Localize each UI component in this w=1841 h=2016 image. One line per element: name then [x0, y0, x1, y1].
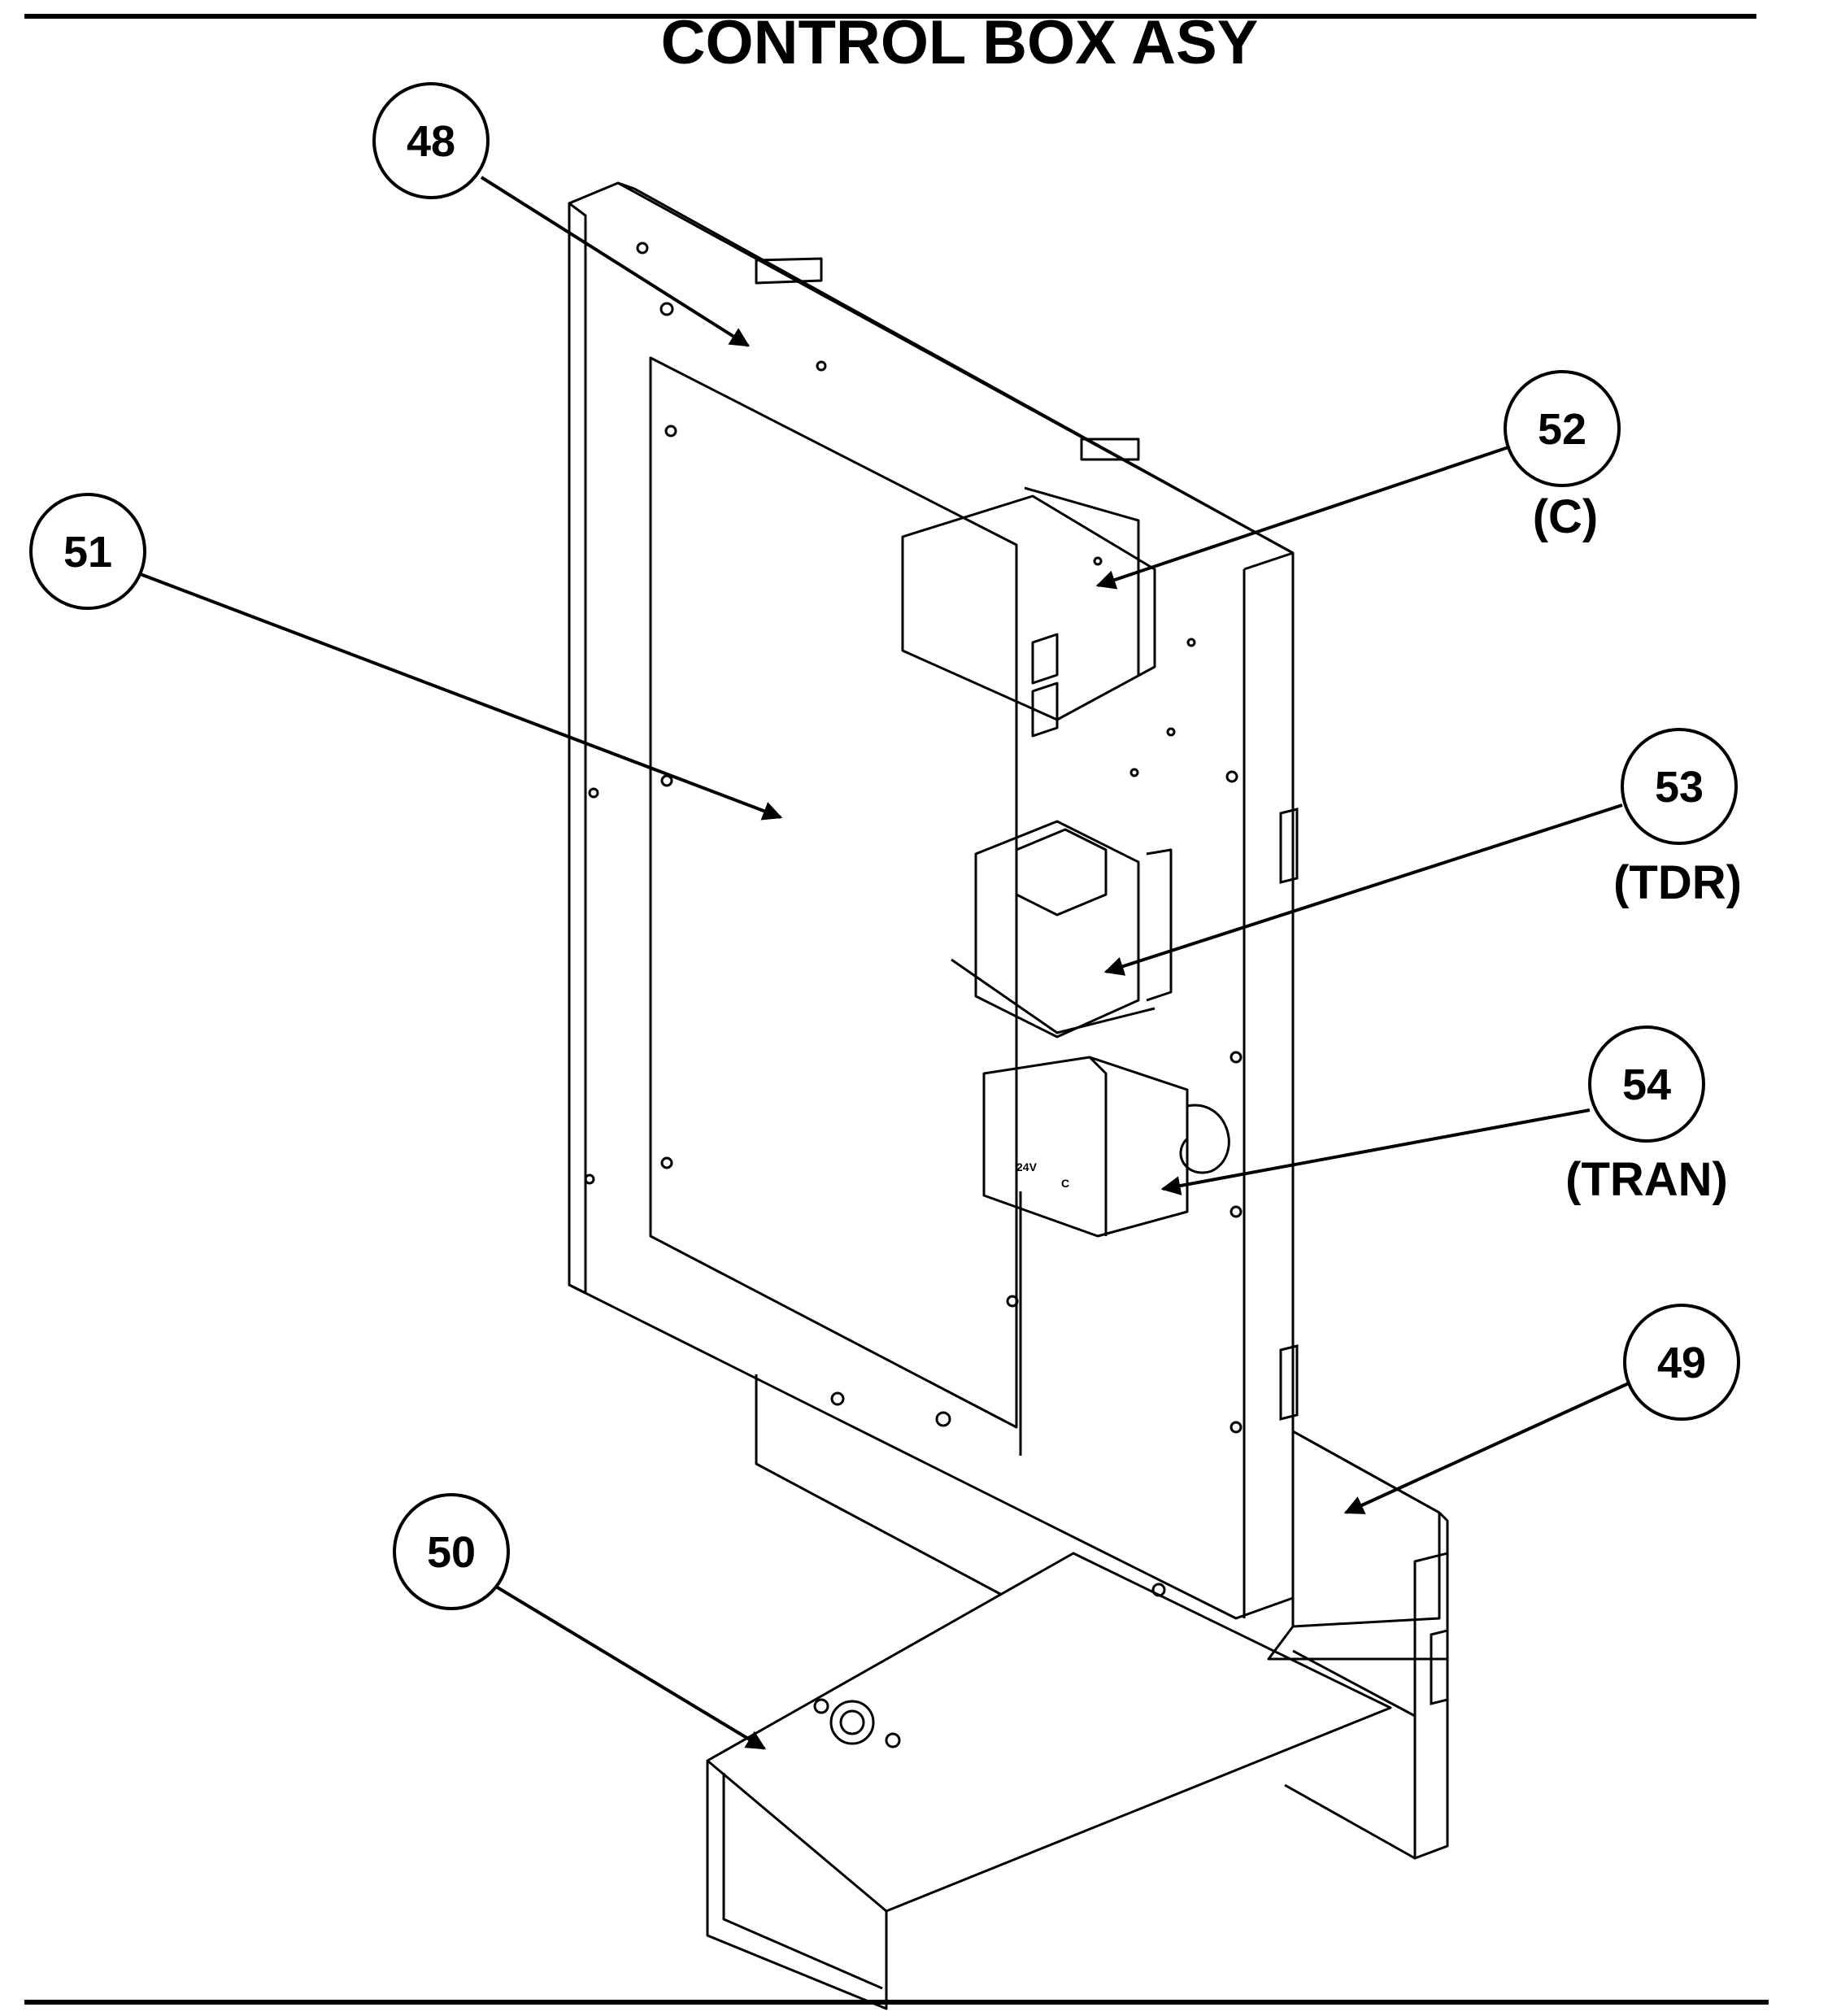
transformer-lead — [1179, 1104, 1230, 1174]
callout-48-label: 48 — [407, 117, 455, 166]
back-panel-top-edge — [617, 181, 1294, 555]
lower-box — [755, 1374, 1441, 1628]
callout-54: 54 (TRAN) — [1565, 1025, 1728, 1206]
tdr-bracket — [1146, 848, 1173, 1002]
side-bracket-leg — [1413, 1552, 1449, 1860]
contactor-body — [901, 494, 1156, 721]
side-bracket-bottom — [1284, 1649, 1417, 1860]
back-panel — [568, 181, 1295, 1620]
callout-53-sub: (TDR) — [1613, 856, 1742, 909]
callout-54-sub: (TRAN) — [1565, 1153, 1728, 1206]
contactor-terminals — [1031, 633, 1059, 738]
callout-51: 51 — [29, 493, 146, 610]
bottom-tray-front — [706, 1761, 888, 2010]
top-tab-2 — [1080, 438, 1140, 461]
leader-48 — [480, 176, 751, 347]
diagram-title: CONTROL BOX ASY — [661, 8, 1259, 77]
leader-51 — [137, 572, 783, 821]
callout-54-label: 54 — [1622, 1060, 1671, 1109]
leader-49 — [1343, 1381, 1631, 1514]
contactor-plate — [1024, 486, 1140, 675]
leader-53 — [1103, 803, 1623, 976]
tray-hole-small-2 — [885, 1732, 901, 1748]
transformer-terminal-c: C — [1061, 1177, 1069, 1190]
callout-52-sub: (C) — [1533, 490, 1599, 543]
bottom-tray — [706, 1552, 1392, 1913]
callout-53-label: 53 — [1655, 763, 1704, 812]
tray-hole-small-1 — [813, 1698, 829, 1714]
callout-52-label: 52 — [1538, 405, 1586, 454]
transformer-body — [982, 1056, 1189, 1238]
callout-50: 50 — [393, 1493, 510, 1610]
callout-49: 49 — [1623, 1304, 1740, 1421]
tdr-base — [951, 958, 1156, 1034]
leader-50 — [486, 1580, 767, 1750]
callout-53: 53 (TDR) — [1613, 728, 1742, 909]
mounting-holes — [584, 242, 1243, 1597]
callout-49-label: 49 — [1657, 1339, 1706, 1387]
callout-52: 52 (C) — [1504, 370, 1621, 543]
insulation-sheet — [649, 356, 1018, 1429]
transformer-core — [1088, 1056, 1108, 1236]
tray-hole-large — [829, 1700, 875, 1745]
tray-hole-large-inner — [839, 1709, 865, 1735]
tdr-body — [974, 820, 1140, 1038]
callout-48: 48 — [372, 82, 490, 199]
bottom-tray-inner — [722, 1773, 883, 1990]
leader-52 — [1095, 446, 1509, 590]
tdr-coil — [1015, 828, 1108, 917]
back-panel-right-edge — [1243, 551, 1294, 1618]
top-tab-1 — [755, 257, 823, 285]
leader-54 — [1160, 1108, 1591, 1195]
callout-51-label: 51 — [63, 528, 112, 577]
panel-slots — [1279, 808, 1449, 1705]
back-panel-flange — [568, 202, 587, 1295]
callout-50-label: 50 — [427, 1528, 476, 1577]
side-bracket — [1267, 1430, 1449, 1661]
transformer-terminal-24v: 24V — [1016, 1160, 1038, 1173]
